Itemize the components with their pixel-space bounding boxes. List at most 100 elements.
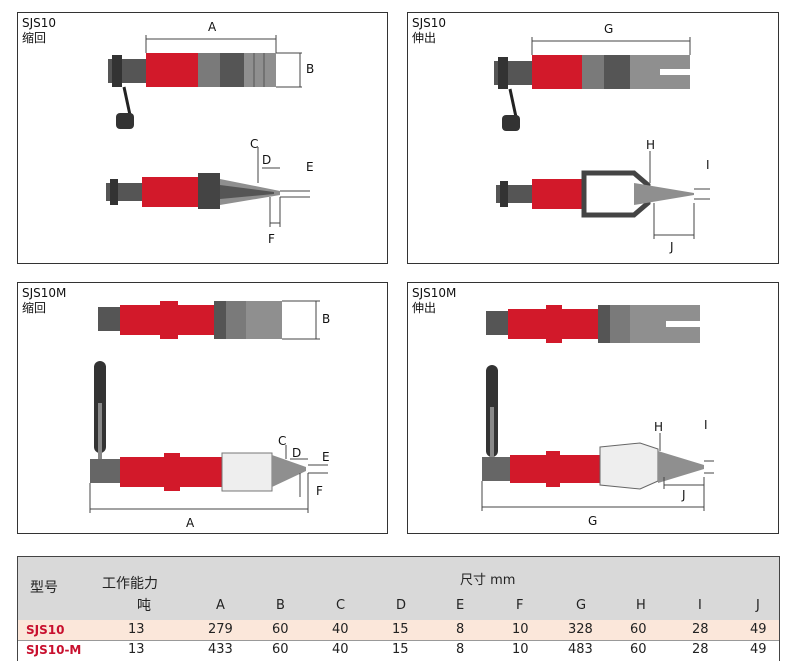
svg-text:D: D — [262, 153, 271, 167]
dim-c: C — [278, 434, 287, 459]
svg-text:G: G — [588, 514, 597, 528]
cell-f: 10 — [512, 642, 529, 657]
cell-d: 15 — [392, 622, 409, 637]
tool-side-view — [106, 173, 280, 209]
dim-f: F — [268, 197, 281, 246]
header-dim-h: H — [636, 598, 646, 613]
dim-a: A — [145, 20, 277, 53]
svg-text:F: F — [268, 232, 275, 246]
cell-g: 483 — [568, 642, 593, 657]
svg-text:J: J — [681, 488, 686, 502]
cell-b: 60 — [272, 642, 289, 657]
svg-text:J: J — [669, 240, 674, 254]
row-capacity: 13 — [128, 622, 145, 637]
spec-table: 型号 工作能力 吨 尺寸 mm A B C D E F G H I J SJS1… — [17, 556, 780, 661]
svg-text:D: D — [292, 446, 301, 460]
svg-text:F: F — [316, 484, 323, 498]
cell-h: 60 — [630, 622, 647, 637]
dim-b: B — [276, 52, 314, 88]
dim-h: H — [646, 138, 655, 183]
header-dim-d: D — [396, 598, 407, 613]
row-model: SJS10 — [26, 623, 65, 637]
cell-i: 28 — [692, 622, 709, 637]
svg-text:E: E — [322, 450, 330, 464]
header-dim-i: I — [698, 598, 702, 613]
cell-h: 60 — [630, 642, 647, 657]
header-dimensions-group: 尺寸 mm — [460, 573, 516, 588]
header-dim-f: F — [516, 598, 524, 613]
cell-e: 8 — [456, 642, 465, 657]
dim-a: A — [89, 483, 309, 530]
cell-e: 8 — [456, 622, 465, 637]
tool-drawing: G H I J — [494, 22, 710, 254]
tool-drawing: B C D E F — [89, 300, 330, 530]
dim-g: G — [531, 22, 691, 55]
cell-d: 15 — [392, 642, 409, 657]
dim-d: D — [290, 446, 308, 460]
dim-e: E — [280, 160, 314, 198]
dim-h: H — [654, 420, 663, 451]
header-dim-e: E — [456, 598, 465, 613]
svg-text:C: C — [278, 434, 286, 448]
tool-drawing: H I J G — [481, 305, 714, 528]
tool-side-view — [482, 365, 704, 490]
dim-f: F — [299, 473, 323, 498]
tool-top-view — [98, 301, 282, 339]
header-capacity: 工作能力 — [102, 576, 158, 592]
tool-top-view — [108, 53, 276, 129]
svg-text:A: A — [208, 20, 217, 34]
header-dim-g: G — [576, 598, 587, 613]
header-dim-a: A — [216, 598, 225, 613]
tool-side-view — [90, 361, 306, 492]
cell-f: 10 — [512, 622, 529, 637]
header-dim-j: J — [756, 598, 760, 613]
dim-j: J — [663, 477, 705, 502]
tool-top-view — [494, 55, 690, 131]
dim-e: E — [308, 450, 330, 474]
table-row: SJS10 13 279 60 40 15 8 10 328 60 28 49 — [18, 620, 779, 640]
table-row: SJS10-M 13 433 60 40 15 8 10 483 60 28 4… — [18, 640, 779, 661]
svg-text:A: A — [186, 516, 195, 530]
svg-text:C: C — [250, 137, 258, 151]
row-model: SJS10-M — [26, 643, 82, 657]
tool-top-view — [486, 305, 700, 343]
svg-text:E: E — [306, 160, 314, 174]
cell-j: 49 — [750, 622, 767, 637]
cell-g: 328 — [568, 622, 593, 637]
svg-text:B: B — [322, 312, 330, 326]
tool-side-view — [496, 170, 694, 218]
svg-text:I: I — [706, 158, 710, 172]
svg-text:I: I — [704, 418, 708, 432]
svg-text:B: B — [306, 62, 314, 76]
dim-i: I — [694, 158, 710, 200]
cell-a: 279 — [208, 622, 233, 637]
header-capacity-unit: 吨 — [137, 598, 151, 614]
tool-drawing: A B C D E — [106, 20, 314, 246]
table-header — [18, 557, 779, 620]
dim-g: G — [481, 481, 705, 528]
svg-text:H: H — [654, 420, 663, 434]
svg-text:H: H — [646, 138, 655, 152]
svg-text:G: G — [604, 22, 613, 36]
dim-i: I — [704, 418, 714, 474]
header-dim-b: B — [276, 598, 285, 613]
row-capacity: 13 — [128, 642, 145, 657]
header-model: 型号 — [30, 580, 58, 596]
cell-b: 60 — [272, 622, 289, 637]
dim-j: J — [653, 203, 695, 254]
cell-a: 433 — [208, 642, 233, 657]
dim-c: C — [250, 137, 259, 183]
dim-b: B — [282, 300, 330, 340]
cell-c: 40 — [332, 642, 349, 657]
cell-i: 28 — [692, 642, 709, 657]
header-dim-c: C — [336, 598, 346, 613]
dim-d: D — [262, 153, 280, 169]
